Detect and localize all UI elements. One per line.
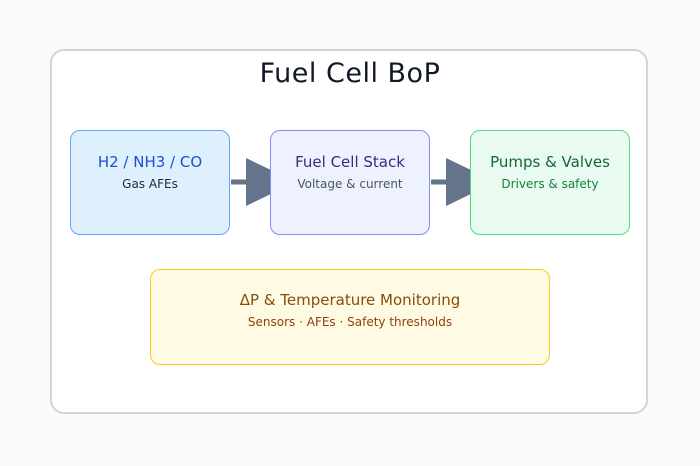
node-pumps-valves-sublabel: Drivers & safety: [501, 177, 599, 191]
diagram-title: Fuel Cell BoP: [259, 58, 441, 89]
node-pumps-valves-label: Pumps & Valves: [490, 153, 610, 171]
node-pumps-valves: Pumps & Valves Drivers & safety: [470, 130, 630, 235]
node-fuel-cell-stack-sublabel: Voltage & current: [297, 177, 403, 191]
node-monitoring-label: ΔP & Temperature Monitoring: [239, 291, 461, 309]
node-gas-sensors-label: H2 / NH3 / CO: [97, 153, 203, 171]
node-gas-sensors-sublabel: Gas AFEs: [122, 177, 178, 191]
node-monitoring: ΔP & Temperature Monitoring Sensors · AF…: [150, 269, 550, 365]
node-fuel-cell-stack-label: Fuel Cell Stack: [295, 153, 405, 171]
node-gas-sensors: H2 / NH3 / CO Gas AFEs: [70, 130, 230, 235]
node-monitoring-sublabel: Sensors · AFEs · Safety thresholds: [247, 315, 453, 329]
node-fuel-cell-stack: Fuel Cell Stack Voltage & current: [270, 130, 430, 235]
